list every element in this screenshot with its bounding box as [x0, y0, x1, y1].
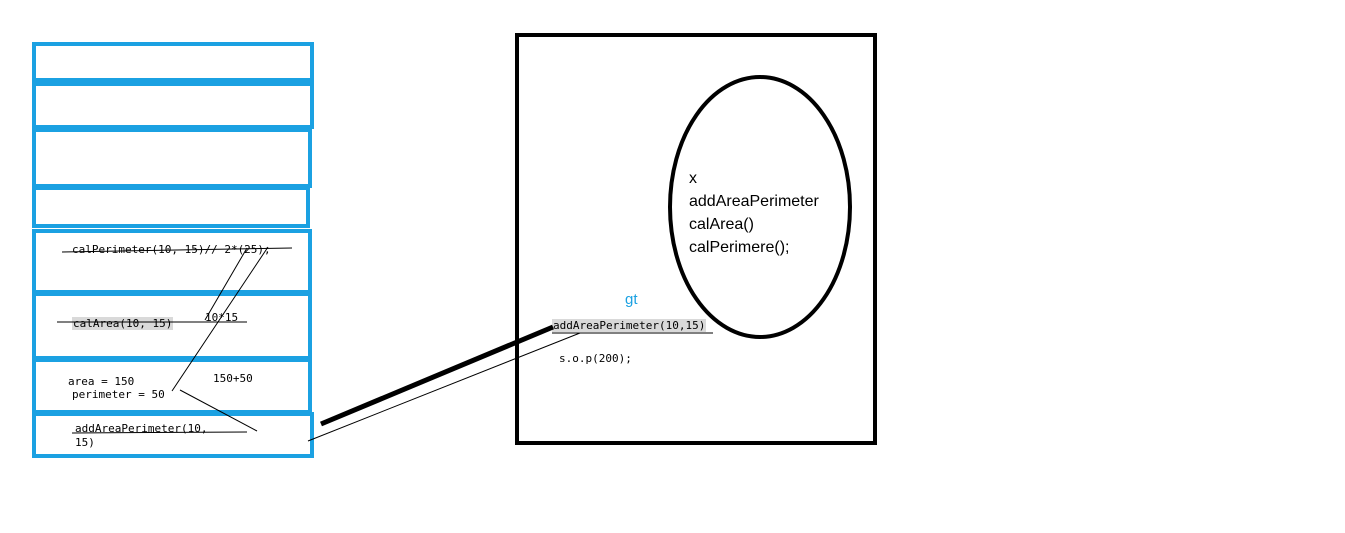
stack-frame-4 — [32, 186, 310, 228]
calArea-note-text: 10*15 — [205, 311, 239, 324]
heap-method-call-text: addAreaPerimeter(10,15) — [552, 319, 707, 332]
object-label-gt: gt — [625, 291, 638, 308]
calPerimeter-call-text: calPerimeter(10, 15)// 2*(25); — [72, 243, 271, 256]
perimeter-line-text: perimeter = 50 — [72, 388, 165, 401]
stack-frame-addAreaPerimeter — [32, 412, 314, 458]
stack-frame-2 — [32, 82, 314, 129]
object-member-addAreaPerimeter: addAreaPerimeter — [689, 193, 819, 210]
area-line-text: area = 150 — [68, 375, 135, 388]
addAreaPerimeter-call-text-2: 15) — [75, 436, 95, 449]
sum-note-text: 150+50 — [213, 372, 253, 385]
stack-frame-1 — [32, 42, 314, 82]
stack-frame-3 — [32, 128, 312, 188]
stack-frame-calPerimeter — [32, 229, 312, 294]
addAreaPerimeter-call-text-1: addAreaPerimeter(10, — [75, 422, 208, 435]
object-member-x: x — [689, 170, 697, 187]
object-member-calArea: calArea() — [689, 216, 754, 233]
calArea-call-text: calArea(10, 15) — [72, 317, 174, 330]
heap-print-call-text: s.o.p(200); — [559, 352, 632, 365]
object-member-calPerimere: calPerimere(); — [689, 239, 790, 256]
